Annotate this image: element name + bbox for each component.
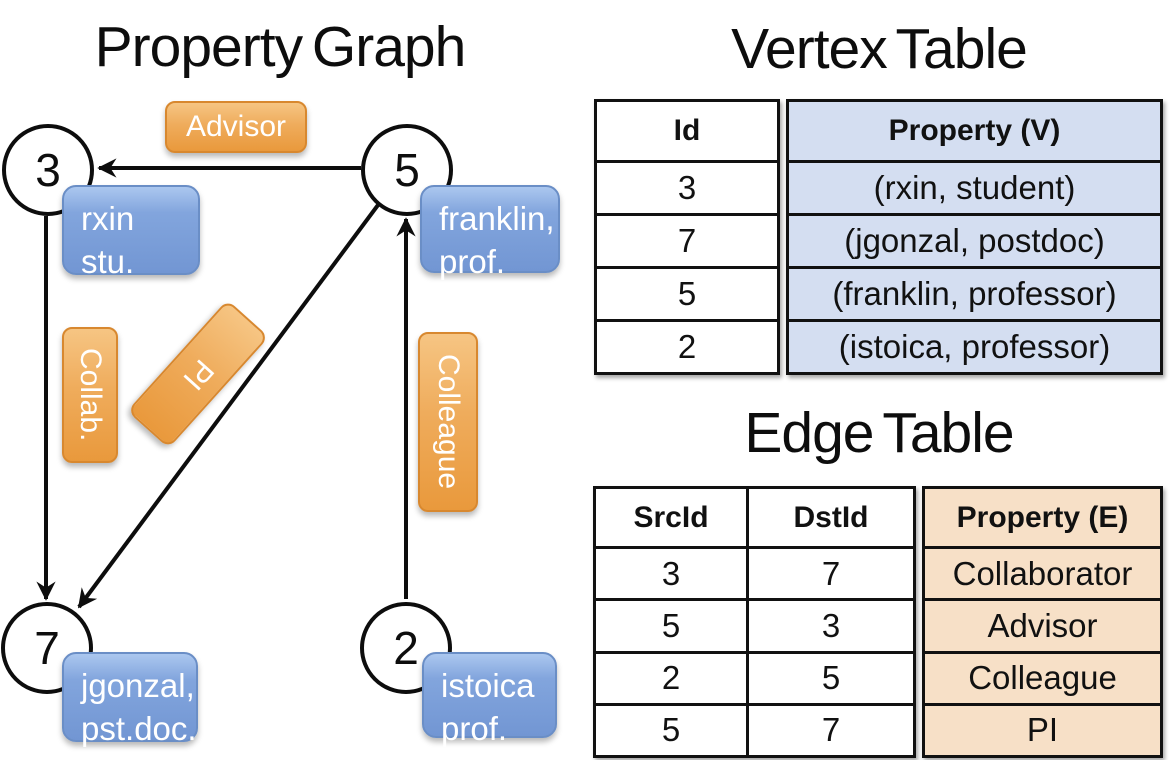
edge-table-property-column: Property (E) Collaborator Advisor Collea…	[922, 486, 1163, 758]
table-cell: 5	[597, 266, 777, 319]
vertex-box-franklin: franklin, prof.	[420, 185, 560, 280]
vertex-box-istoica: istoica prof.	[422, 652, 557, 747]
vertex-box-jgonzal: jgonzal, pst.doc.	[62, 652, 198, 747]
vertex-box-line2: stu.	[81, 243, 135, 280]
edge-label-pi: PI	[127, 299, 269, 449]
vertex-table-header-property: Property (V)	[789, 102, 1160, 160]
node-id: 2	[393, 622, 419, 674]
edge-table-id-columns: SrcId DstId 3 7 5 3 2 5 5 7	[593, 486, 916, 758]
table-cell: (franklin, professor)	[789, 266, 1160, 319]
vertex-box-line2: prof.	[439, 243, 506, 280]
vertex-box-line1: rxin	[81, 200, 135, 237]
table-cell: (jgonzal, postdoc)	[789, 213, 1160, 266]
vertex-table-header-id: Id	[673, 114, 701, 147]
property-graph-title: Property Graph	[94, 15, 467, 79]
table-cell: 5	[596, 598, 746, 650]
vertex-table-property-column: Property (V) (rxin, student) (jgonzal, p…	[786, 99, 1163, 375]
table-cell: 3	[596, 546, 746, 598]
edge-label-advisor: Advisor	[165, 101, 307, 153]
vertex-box-line2: pst.doc.	[81, 710, 197, 747]
edge-label-collab: Collab.	[62, 327, 118, 463]
table-cell: PI	[925, 702, 1160, 755]
table-cell: 2	[597, 319, 777, 372]
node-id: 7	[34, 622, 60, 674]
table-cell: 3	[746, 598, 913, 651]
table-cell: 3	[597, 160, 777, 213]
table-cell: 5	[746, 650, 913, 703]
table-cell: 7	[746, 546, 913, 599]
table-cell: Collaborator	[925, 546, 1160, 599]
vertex-box-line1: istoica	[441, 667, 535, 704]
edge-table-title: Edge Table	[744, 401, 1014, 465]
vertex-box-line1: jgonzal,	[81, 667, 195, 704]
table-cell: (istoica, professor)	[789, 319, 1160, 372]
table-cell: 2	[596, 650, 746, 703]
table-cell: Advisor	[925, 598, 1160, 651]
vertex-table-id-column: Id 3 7 5 2	[594, 99, 780, 375]
table-cell: Colleague	[925, 650, 1160, 703]
node-id: 5	[394, 144, 420, 196]
node-id: 3	[35, 144, 61, 196]
table-cell: 5	[596, 702, 746, 755]
vertex-box-line1: franklin,	[439, 200, 555, 237]
vertex-table-title: Vertex Table	[731, 17, 1028, 81]
graph-node-5: 5	[361, 124, 453, 216]
edge-table-header-dstid: DstId	[746, 489, 913, 546]
vertex-box-rxin: rxin stu.	[62, 185, 200, 280]
table-cell: 7	[746, 702, 913, 755]
edge-table-header-property: Property (E)	[925, 489, 1160, 546]
vertex-box-line2: prof.	[441, 710, 508, 747]
edge-label-colleague: Colleague	[418, 332, 478, 512]
table-cell: (rxin, student)	[789, 160, 1160, 213]
table-cell: 7	[597, 213, 777, 266]
edge-table-header-srcid: SrcId	[633, 500, 709, 534]
graph-node-3: 3	[2, 124, 94, 216]
